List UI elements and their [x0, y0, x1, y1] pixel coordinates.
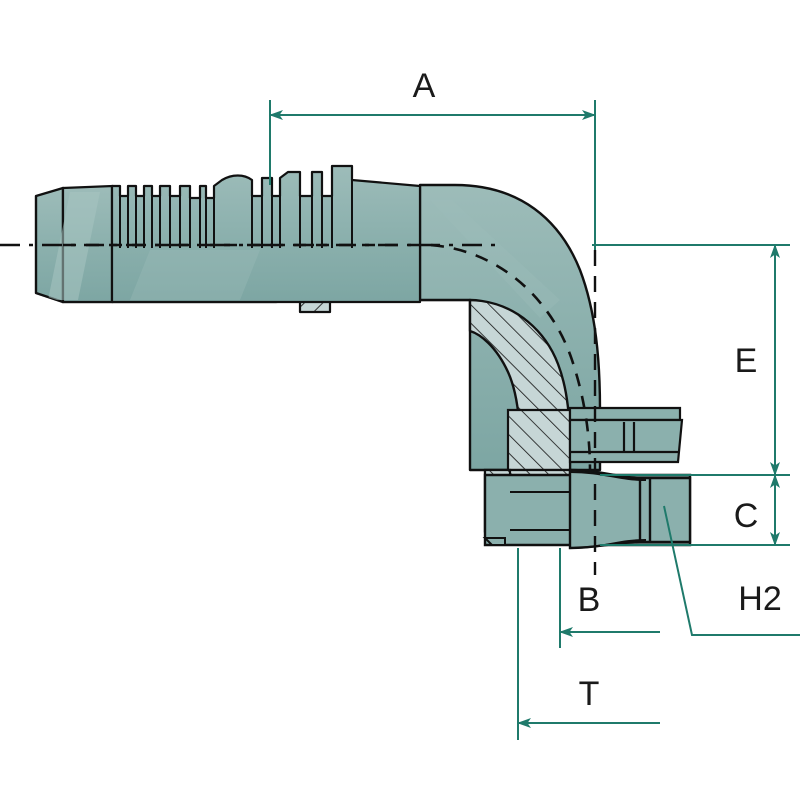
callout-H2-label: H2	[738, 580, 781, 618]
dimension-A-label: A	[413, 67, 436, 105]
dimension-T-label: T	[579, 675, 600, 713]
dimension-C-label: C	[734, 497, 759, 535]
hidden-bore-arc	[63, 243, 592, 471]
dimension-C: C	[600, 474, 790, 546]
callout-H2: H2	[663, 505, 800, 636]
centerlines-group	[0, 243, 597, 575]
dimension-E: E	[592, 244, 790, 476]
hose-barb-serrations	[110, 164, 422, 304]
elbow-highlight	[430, 200, 560, 318]
dimension-B: B	[559, 548, 660, 648]
dimension-E-label: E	[735, 342, 758, 380]
dimension-T: T	[517, 548, 660, 740]
dimension-B-label: B	[578, 581, 601, 619]
swivel-collar	[568, 406, 684, 464]
dimension-A: A	[269, 67, 596, 250]
swivel-nut-hex	[482, 468, 692, 550]
fitting-part-geometry	[34, 164, 692, 550]
callout-H2-leader	[663, 505, 800, 636]
